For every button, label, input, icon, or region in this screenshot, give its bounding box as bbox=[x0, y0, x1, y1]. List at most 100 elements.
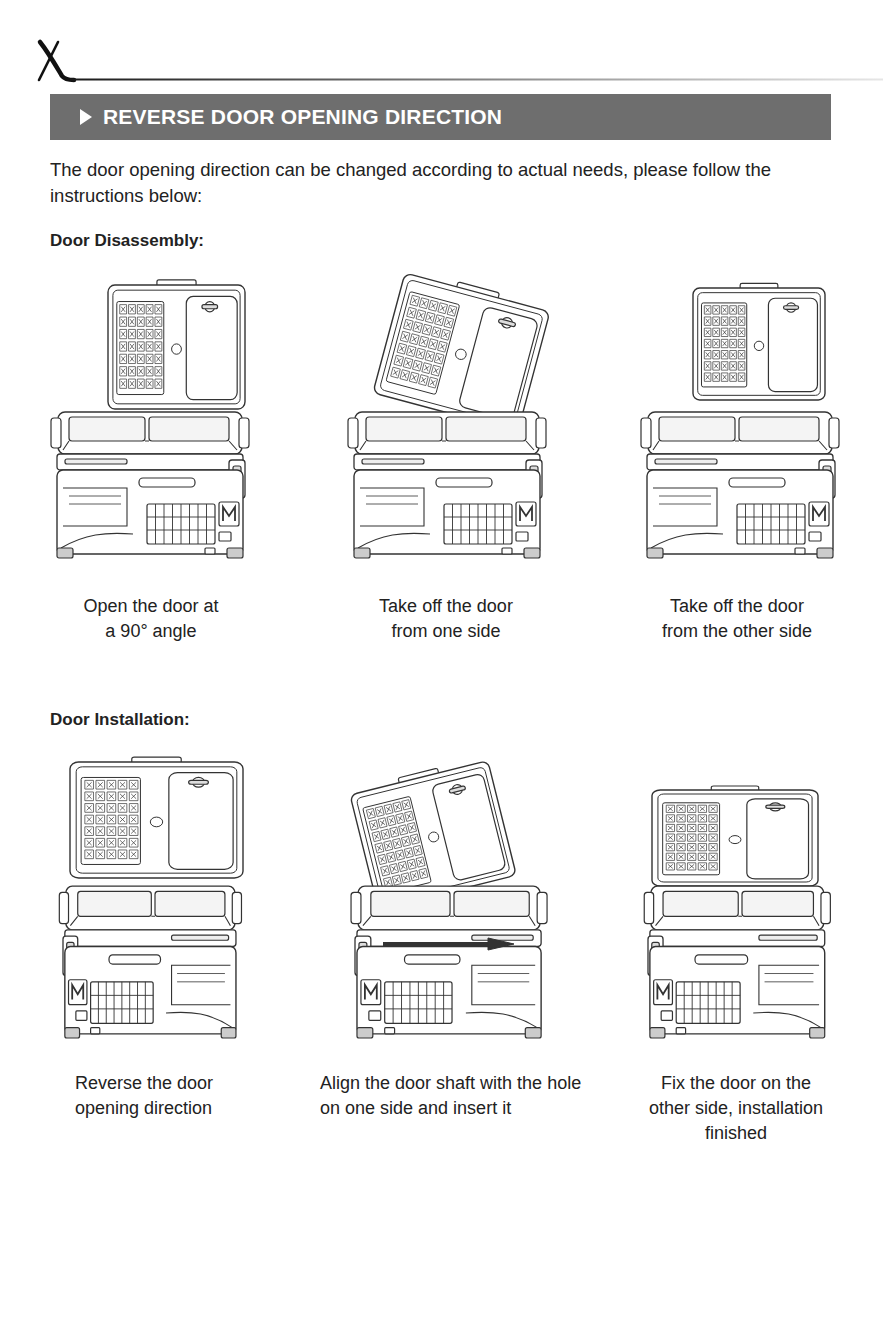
foot bbox=[65, 1028, 80, 1038]
fridge-body bbox=[641, 412, 839, 558]
side-recess bbox=[360, 488, 424, 526]
foot bbox=[357, 1028, 373, 1038]
side-handle bbox=[641, 418, 651, 448]
panel-logo bbox=[520, 507, 532, 521]
compartment bbox=[659, 417, 735, 441]
rim-edge bbox=[653, 441, 827, 450]
lid-outline bbox=[70, 762, 243, 878]
side-handle bbox=[232, 892, 241, 923]
bottom-curve bbox=[466, 1012, 537, 1027]
side-handle bbox=[59, 892, 68, 923]
bottom-curve bbox=[651, 533, 723, 548]
foot bbox=[524, 548, 540, 558]
fridge-rim bbox=[66, 886, 235, 930]
compartment bbox=[149, 417, 229, 441]
vent-grille bbox=[737, 504, 805, 544]
step-caption: Take off the door from one side bbox=[366, 594, 526, 644]
foot bbox=[810, 1028, 825, 1038]
step-caption: Open the door at a 90° angle bbox=[81, 594, 221, 644]
dc-socket bbox=[516, 532, 528, 541]
fridge-body bbox=[351, 886, 547, 1038]
foot bbox=[221, 1028, 236, 1038]
lid-button bbox=[754, 341, 763, 350]
foot-pad bbox=[676, 1028, 685, 1034]
foot bbox=[650, 1028, 665, 1038]
compartment bbox=[663, 891, 738, 916]
name-plate bbox=[109, 955, 161, 964]
grille-lines bbox=[444, 504, 512, 544]
side-handle bbox=[537, 892, 547, 923]
vent-grille bbox=[444, 504, 512, 544]
fridge-rim bbox=[648, 412, 832, 454]
ice-grid-frame bbox=[81, 777, 140, 864]
fridge-body bbox=[644, 886, 830, 1038]
compartment bbox=[371, 891, 450, 916]
handle-grip bbox=[449, 786, 466, 794]
ice-grid-cells bbox=[366, 800, 428, 888]
step-caption: Take off the door from the other side bbox=[650, 594, 824, 644]
side-handle bbox=[821, 892, 830, 923]
divider-panel bbox=[458, 306, 539, 420]
mid-band bbox=[650, 930, 825, 947]
foot bbox=[817, 548, 833, 558]
compartment bbox=[69, 417, 145, 441]
panel-logo bbox=[813, 507, 825, 521]
foot bbox=[647, 548, 663, 558]
lid-inner bbox=[379, 279, 543, 425]
foot-pad bbox=[385, 1028, 395, 1034]
panel-logo bbox=[72, 985, 83, 1000]
fridge-rim bbox=[358, 886, 540, 930]
header-band: REVERSE DOOR OPENING DIRECTION bbox=[50, 94, 831, 140]
compartment bbox=[155, 891, 225, 916]
foot bbox=[354, 548, 370, 558]
fridge-body bbox=[51, 412, 249, 558]
fridge-rim bbox=[355, 412, 539, 454]
fridge-body bbox=[59, 886, 241, 1038]
ice-grid-cells bbox=[391, 295, 457, 388]
band-slot bbox=[172, 935, 229, 940]
side-recess bbox=[63, 488, 127, 526]
lid-inner bbox=[658, 794, 812, 882]
foot bbox=[57, 548, 73, 558]
lid-outline bbox=[652, 790, 818, 886]
panel-logo bbox=[657, 985, 668, 1000]
compartment bbox=[366, 417, 442, 441]
control-panel bbox=[361, 980, 381, 1005]
band-slot bbox=[759, 935, 817, 940]
vent-grille bbox=[147, 504, 215, 544]
rim-edge bbox=[363, 916, 535, 925]
rim-edge bbox=[360, 441, 534, 450]
recess-lines bbox=[366, 496, 418, 504]
play-triangle bbox=[80, 109, 92, 125]
compartment bbox=[446, 417, 526, 441]
brand-logo bbox=[39, 42, 883, 81]
bottom-curve bbox=[358, 533, 430, 548]
side-handle bbox=[351, 892, 361, 923]
step-caption: Reverse the door opening direction bbox=[75, 1071, 240, 1121]
lid-outline bbox=[108, 285, 245, 409]
side-handle bbox=[536, 418, 546, 448]
mid-band bbox=[647, 454, 833, 470]
lid-outline bbox=[693, 288, 825, 400]
rim-edge bbox=[70, 916, 230, 925]
vent-grille bbox=[676, 982, 740, 1024]
lid-button bbox=[150, 817, 162, 827]
section-heading: REVERSE DOOR OPENING DIRECTION bbox=[103, 103, 502, 130]
bottom-curve bbox=[61, 533, 133, 548]
ice-grid-cells bbox=[704, 306, 745, 382]
subheading: Door Disassembly: bbox=[50, 229, 350, 253]
compartment bbox=[742, 891, 813, 916]
divider-panel bbox=[768, 298, 817, 391]
arrow-head bbox=[488, 938, 514, 950]
intro-text: The door opening direction can be change… bbox=[50, 157, 850, 209]
compartment bbox=[78, 891, 152, 916]
lower-body bbox=[65, 946, 236, 1033]
lid-button bbox=[454, 348, 467, 361]
ice-grid-frame bbox=[701, 303, 746, 387]
foot-pad bbox=[91, 1028, 100, 1034]
subheading: Door Installation: bbox=[50, 708, 350, 732]
control-panel bbox=[516, 502, 536, 526]
divider-panel bbox=[747, 799, 809, 879]
side-handle bbox=[829, 418, 839, 448]
band-slot bbox=[65, 459, 127, 464]
